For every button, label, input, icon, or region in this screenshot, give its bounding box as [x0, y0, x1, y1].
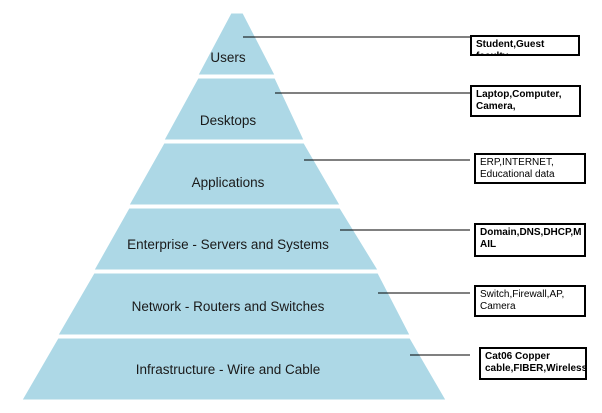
- tier-label-desktops: Desktops: [200, 113, 257, 128]
- tier-users: [197, 12, 276, 76]
- tier-label-network: Network - Routers and Switches: [132, 299, 325, 314]
- note-box-enterprise: Domain,DNS,DHCP,M AIL: [474, 223, 586, 257]
- tier-infrastructure: [21, 337, 447, 401]
- note-box-users: Student,Guest faculty: [470, 35, 580, 56]
- tier-label-applications: Applications: [192, 175, 265, 190]
- tier-network: [57, 272, 411, 336]
- tier-label-infrastructure: Infrastructure - Wire and Cable: [136, 362, 321, 377]
- note-box-network: Switch,Firewall,AP, Camera: [474, 285, 586, 317]
- tier-label-users: Users: [210, 50, 246, 65]
- tier-enterprise: [93, 207, 379, 271]
- tier-applications: [128, 142, 341, 206]
- tier-label-enterprise: Enterprise - Servers and Systems: [127, 237, 329, 252]
- note-box-desktops: Laptop,Computer, Camera,: [470, 85, 581, 117]
- tier-desktops: [163, 77, 305, 141]
- note-box-applications: ERP,INTERNET, Educational data: [474, 153, 586, 184]
- note-box-infrastructure: Cat06 Copper cable,FIBER,Wireless: [479, 347, 587, 380]
